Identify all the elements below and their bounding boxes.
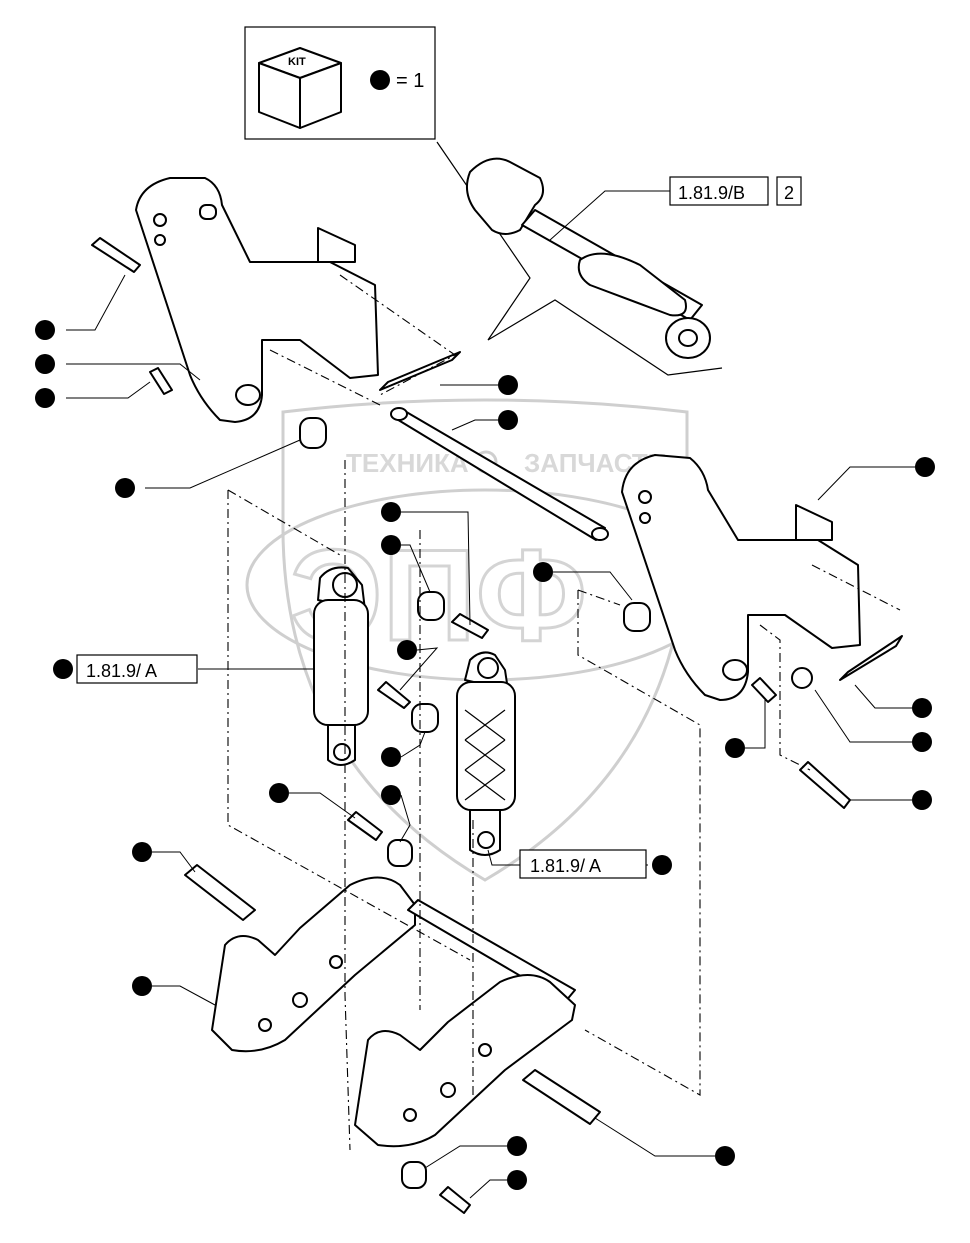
- bushings: [299, 417, 813, 1189]
- reference-left[interactable]: 1.81.9/ A: [76, 654, 198, 684]
- callout-bullet[interactable]: [35, 388, 55, 408]
- callout-bullet[interactable]: [53, 659, 73, 679]
- reference-label: 1.81.9/ A: [530, 856, 601, 876]
- top-link-part: [465, 157, 711, 359]
- callout-bullet[interactable]: [132, 976, 152, 996]
- bolts: [91, 237, 903, 1214]
- watermark-text-left: ТЕХНИКА: [346, 448, 469, 478]
- callout-bullet[interactable]: [381, 502, 401, 522]
- reference-top-right[interactable]: 1.81.9/B 2: [669, 176, 802, 206]
- callout-bullet[interactable]: [269, 783, 289, 803]
- left-bracket-part: [135, 177, 379, 423]
- reference-bottom[interactable]: 1.81.9/ A: [519, 849, 647, 879]
- callout-bullet[interactable]: [533, 562, 553, 582]
- callout-bullet[interactable]: [381, 535, 401, 555]
- callout-bullet[interactable]: [381, 785, 401, 805]
- callout-bullet[interactable]: [915, 457, 935, 477]
- cross-shaft-part: [390, 407, 609, 541]
- callout-bullet[interactable]: [397, 640, 417, 660]
- lower-link-right-part: [354, 974, 576, 1148]
- reference-label: 1.81.9/B: [678, 183, 745, 203]
- callout-bullet[interactable]: [912, 698, 932, 718]
- left-shock-absorber-part: [313, 566, 369, 766]
- right-bracket-part: [621, 454, 861, 701]
- callout-bullet[interactable]: [725, 738, 745, 758]
- callout-bullet[interactable]: [912, 732, 932, 752]
- kit-label: KIT: [288, 56, 306, 68]
- guide-lines: [227, 274, 901, 1151]
- legend-bullet: [370, 70, 390, 90]
- callout-bullet[interactable]: [507, 1136, 527, 1156]
- callout-bullet[interactable]: [498, 375, 518, 395]
- callout-bullet[interactable]: [35, 320, 55, 340]
- callout-bullet[interactable]: [715, 1146, 735, 1166]
- callouts: [35, 274, 935, 1199]
- callout-bullet[interactable]: [507, 1170, 527, 1190]
- callout-bullet[interactable]: [912, 790, 932, 810]
- kit-legend: KIT = 1: [244, 26, 436, 140]
- reference-qty: 2: [784, 183, 794, 203]
- callout-bullet[interactable]: [132, 842, 152, 862]
- callout-bullet[interactable]: [652, 855, 672, 875]
- callout-bullet[interactable]: [35, 354, 55, 374]
- center-shock-absorber-part: [456, 651, 516, 856]
- reference-label: 1.81.9/ A: [86, 661, 157, 681]
- legend-equals: = 1: [396, 70, 424, 92]
- callout-bullet[interactable]: [115, 478, 135, 498]
- callout-bullet[interactable]: [381, 747, 401, 767]
- callout-bullet[interactable]: [498, 410, 518, 430]
